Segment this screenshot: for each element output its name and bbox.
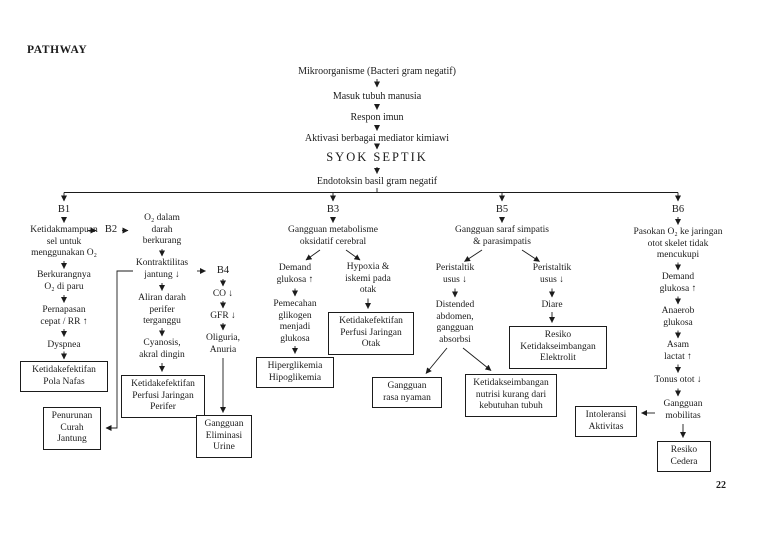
branch-label-b2: B2 [104,224,118,235]
diagnosis-box-hiperglikemia: Hiperglikemia Hipoglikemia [256,357,334,388]
diagnosis-box-perfusi-jaringan-otak: Ketidakefektifan Perfusi Jaringan Otak [328,312,414,355]
node-gangguan-saraf: Gangguan saraf simpatis & parasimpatis [455,225,549,247]
diagnosis-box-intoleransi-aktivitas: Intoleransi Aktivitas [575,406,637,437]
branch-label-b5: B5 [495,204,509,215]
node-aktivasi-mediator: Aktivasi berbagai mediator kimiawi [304,133,450,144]
node-dyspnea: Dyspnea [47,340,81,350]
node-anaerob-glukosa: Anaerob glukosa [661,306,695,328]
diagnosis-box-penurunan-curah-jantung: Penurunan Curah Jantung [43,407,101,450]
node-gangguan-mobilitas: Gangguan mobilitas [663,399,703,421]
diagnosis-box-elektrolit: Resiko Ketidakseimbangan Elektrolit [509,326,607,369]
node-pernapasan-cepat: Pernapasan cepat / RR ↑ [40,305,88,327]
node-co-turun: CO ↓ [212,289,234,299]
node-respon-imun: Respon imun [350,112,404,123]
node-masuk-tubuh: Masuk tubuh manusia [332,91,422,102]
page-number: 22 [716,480,726,491]
page-title: PATHWAY [27,44,88,56]
diagnosis-box-resiko-cedera: Resiko Cedera [657,441,711,472]
node-tonus-otot: Tonus otot ↓ [654,375,702,385]
diagnosis-box-nutrisi: Ketidakseimbangan nutrisi kurang dari ke… [465,374,557,417]
node-pasokan-o2: Pasokan O₂ ke jaringan otot skelet tidak… [633,227,723,260]
branch-label-b6: B6 [671,204,685,215]
diagnosis-box-eliminasi-urine: Gangguan Eliminasi Urine [196,415,252,458]
node-distended-abdomen: Distended abdomen, gangguan absorbsi [435,300,475,345]
branch-label-b4: B4 [216,265,230,276]
branch-label-b1: B1 [57,204,71,215]
node-peristaltik-usus-kanan: Peristaltik usus ↓ [532,263,572,285]
node-asam-lactat: Asam lactat ↑ [664,340,692,362]
node-cyanosis-akral-dingin: Cyanosis, akral dingin [139,338,185,360]
node-diare: Diare [541,300,563,310]
node-pemecahan-glikogen: Pemecahan glikogen menjadi glukosa [273,299,317,344]
branch-label-b3: B3 [326,204,340,215]
node-demand-glukosa-b6: Demand glukosa ↑ [659,272,697,294]
node-oliguria-anuria: Oliguria, Anuria [205,333,241,355]
node-metabolisme-oksidatif: Gangguan metabolisme oksidatif cerebral [288,225,378,247]
diagnosis-box-perfusi-jaringan-perifer: Ketidakefektifan Perfusi Jaringan Perife… [121,375,205,418]
node-o2-dalam-darah: O₂ dalam darah berkurang [142,213,182,246]
node-gfr-turun: GFR ↓ [210,311,236,321]
node-mikroorganisme: Mikroorganisme (Bacteri gram negatif) [298,66,456,77]
node-endotoksin: Endotoksin basil gram negatif [316,176,438,187]
diagnosis-box-rasa-nyaman: Gangguan rasa nyaman [372,377,442,408]
node-ketidakmampuan-sel: Ketidakmampuan sel untuk menggunakan O₂ [30,225,98,258]
node-kontraktilitas-jantung: Kontraktilitas jantung ↓ [135,258,189,280]
node-demand-glukosa-b3: Demand glukosa ↑ [276,263,314,285]
node-syok-septik: SYOK SEPTIK [326,150,428,164]
node-hypoxia-iskemi: Hypoxia & iskemi pada otak [345,262,391,295]
node-berkurangnya-o2: Berkurangnya O₂ di paru [37,270,91,292]
node-aliran-darah-perifer: Aliran darah perifer terganggu [138,293,186,326]
diagnosis-box-pola-nafas: Ketidakefektifan Pola Nafas [20,361,108,392]
node-peristaltik-usus-kiri: Peristaltik usus ↓ [435,263,475,285]
